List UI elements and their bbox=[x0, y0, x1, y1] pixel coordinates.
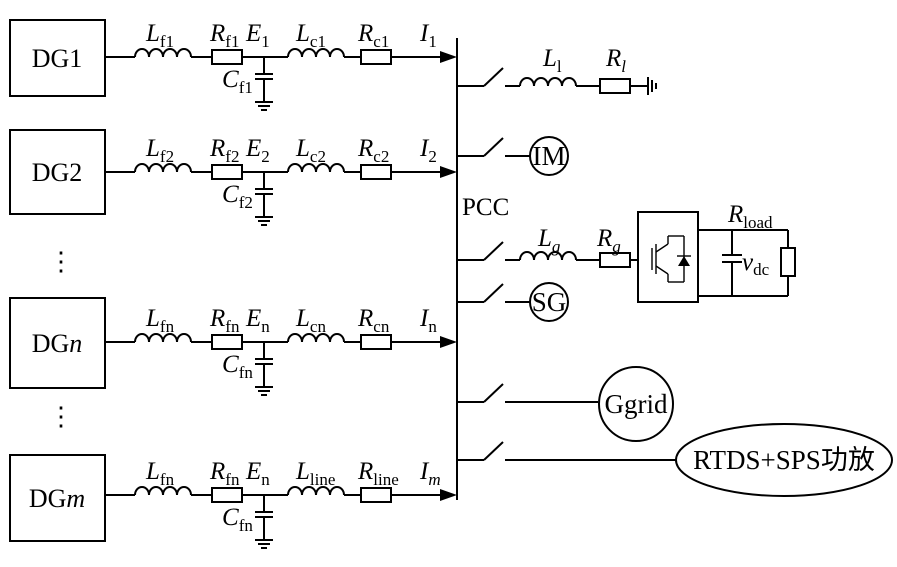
inductor-lc bbox=[287, 486, 345, 496]
rectifier-branch: Lg Rg Rload vdc bbox=[457, 201, 796, 303]
label-cf: Cf2 bbox=[222, 181, 253, 212]
current-arrow bbox=[440, 166, 457, 178]
resistor-rc bbox=[360, 164, 392, 180]
label-rf: Rfn bbox=[209, 458, 240, 489]
label-rload: Rload bbox=[727, 201, 773, 232]
synchronous-generator bbox=[529, 282, 569, 322]
im-label: IM bbox=[533, 141, 566, 171]
label-current: I2 bbox=[419, 135, 437, 166]
vdots-upper: ⋮ bbox=[48, 247, 74, 276]
label-lf: Lf2 bbox=[145, 135, 174, 166]
resistor-rc bbox=[360, 487, 392, 503]
current-arrow bbox=[440, 51, 457, 63]
inductor-l bbox=[519, 77, 577, 87]
switch[interactable] bbox=[483, 241, 504, 261]
rl-load-branch: Ll Rl bbox=[457, 45, 657, 95]
resistor-rc bbox=[360, 49, 392, 65]
resistor-rf bbox=[211, 164, 243, 180]
igbt-icon bbox=[651, 235, 691, 283]
inductor-lc bbox=[287, 163, 345, 173]
label-rf: Rfn bbox=[209, 305, 240, 336]
grid-label: Ggrid bbox=[605, 389, 668, 419]
label-cf: Cf1 bbox=[222, 66, 253, 97]
label-rf: Rf1 bbox=[209, 20, 239, 51]
label-e: E1 bbox=[245, 20, 270, 51]
current-arrow bbox=[440, 336, 457, 348]
inductor-lc bbox=[287, 48, 345, 58]
label-rc: Rc2 bbox=[357, 135, 389, 166]
switch[interactable] bbox=[483, 441, 504, 461]
grid-source bbox=[598, 366, 674, 442]
label-lc: Lc1 bbox=[295, 20, 326, 51]
label-lc: Lline bbox=[295, 458, 335, 489]
inductor-lf bbox=[134, 486, 192, 496]
label-lf: Lf1 bbox=[145, 20, 174, 51]
im-branch: IM bbox=[457, 136, 569, 176]
switch[interactable] bbox=[483, 67, 504, 87]
rtds-branch: RTDS+SPS功放 bbox=[457, 423, 893, 497]
label-current: Im bbox=[419, 458, 441, 489]
current-arrow bbox=[440, 489, 457, 501]
inductor-lf bbox=[134, 333, 192, 343]
resistor-rload bbox=[780, 247, 796, 277]
dg-box bbox=[9, 297, 106, 389]
ground-icon bbox=[255, 386, 273, 396]
induction-motor bbox=[529, 136, 569, 176]
ground-icon bbox=[647, 77, 657, 95]
ground-icon bbox=[255, 101, 273, 111]
label-ll: Ll bbox=[542, 45, 562, 76]
label-rl: Rl bbox=[605, 45, 626, 76]
resistor-rl bbox=[599, 78, 631, 94]
resistor-rf bbox=[211, 487, 243, 503]
label-cf: Cfn bbox=[222, 504, 253, 535]
dg-label: DG2 bbox=[32, 158, 83, 187]
label-lf: Lfn bbox=[145, 458, 175, 489]
label-lf: Lfn bbox=[145, 305, 175, 336]
label-lc: Lc2 bbox=[295, 135, 326, 166]
label-rc: Rline bbox=[357, 458, 399, 489]
label-current: In bbox=[419, 305, 437, 336]
dg-label: DG1 bbox=[32, 44, 83, 73]
label-rc: Rcn bbox=[357, 305, 390, 336]
sg-branch: SG bbox=[457, 282, 569, 322]
label-e: En bbox=[245, 305, 270, 336]
dg-label: DGn bbox=[32, 329, 83, 358]
label-e: En bbox=[245, 458, 270, 489]
dg-label: DGm bbox=[29, 484, 85, 513]
label-current: I1 bbox=[419, 20, 437, 51]
rtds-label: RTDS+SPS功放 bbox=[693, 445, 875, 475]
label-lg: Lg bbox=[537, 225, 560, 256]
vdots-lower: ⋮ bbox=[48, 402, 74, 431]
grid-branch: Ggrid bbox=[457, 366, 674, 442]
label-rc: Rc1 bbox=[357, 20, 389, 51]
inductor-lc bbox=[287, 333, 345, 343]
switch[interactable] bbox=[483, 383, 504, 403]
inductor-lg bbox=[519, 251, 577, 261]
label-vdc: vdc bbox=[742, 249, 770, 279]
label-lc: Lcn bbox=[295, 305, 326, 336]
pcc-label: PCC bbox=[462, 194, 509, 221]
inductor-lf bbox=[134, 48, 192, 58]
label-rf: Rf2 bbox=[209, 135, 239, 166]
label-rg: Rg bbox=[596, 225, 621, 256]
resistor-rf bbox=[211, 334, 243, 350]
switch[interactable] bbox=[483, 283, 504, 303]
sg-label: SG bbox=[532, 287, 567, 317]
label-cf: Cfn bbox=[222, 351, 253, 382]
inductor-lf bbox=[134, 163, 192, 173]
resistor-rc bbox=[360, 334, 392, 350]
converter-box bbox=[637, 211, 699, 303]
resistor-rf bbox=[211, 49, 243, 65]
switch[interactable] bbox=[483, 137, 504, 157]
rtds-sps-amplifier bbox=[675, 423, 893, 497]
ground-icon bbox=[255, 539, 273, 549]
ground-icon bbox=[255, 216, 273, 226]
label-e: E2 bbox=[245, 135, 270, 166]
dg-box bbox=[9, 454, 106, 542]
